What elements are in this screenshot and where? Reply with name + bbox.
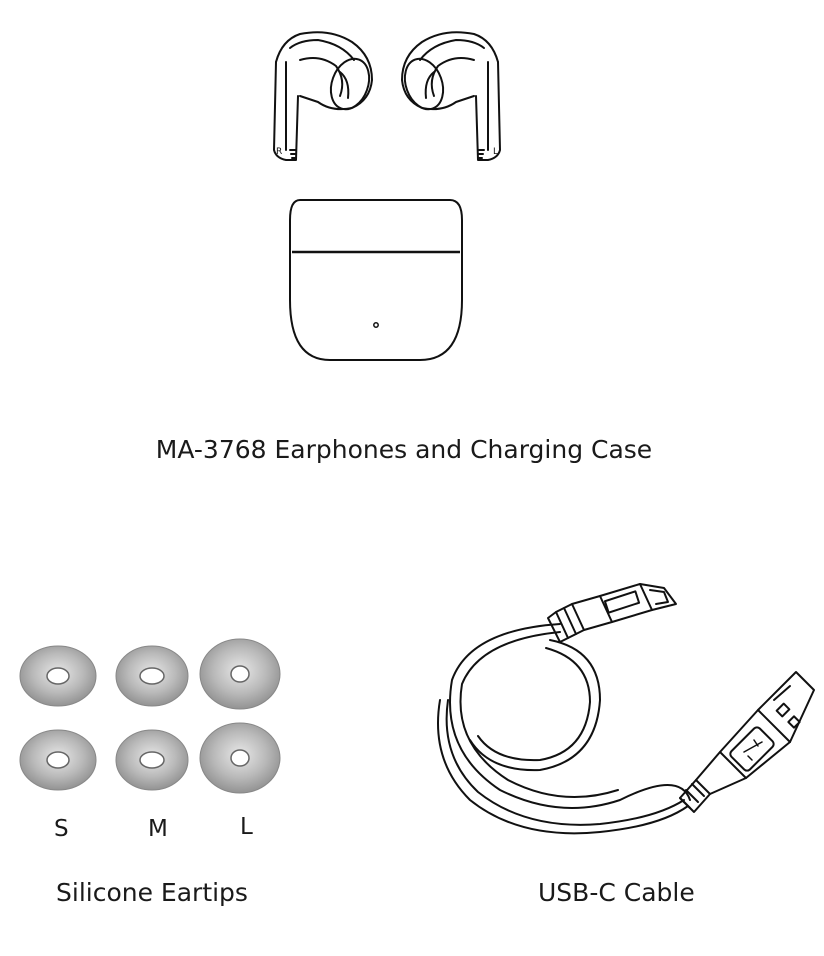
eartip-medium-icon (115, 645, 189, 707)
earbud-left-mark: L (493, 147, 498, 157)
product-caption: MA-3768 Earphones and Charging Case (155, 435, 653, 464)
charging-case-icon (289, 199, 463, 361)
eartip-medium-icon (115, 729, 189, 791)
earbud-right-icon (273, 31, 373, 161)
earbud-right-mark: R (276, 147, 282, 157)
cable-caption: USB-C Cable (538, 878, 695, 907)
usb-a-connector-icon (679, 671, 815, 813)
usb-c-connector-icon (547, 583, 677, 643)
eartip-large-icon (199, 722, 281, 794)
eartip-large-icon (199, 638, 281, 710)
size-label-large: L (240, 814, 253, 840)
eartip-small-icon (19, 729, 97, 791)
size-label-medium: M (148, 816, 168, 842)
eartip-small-icon (19, 645, 97, 707)
earbud-left-icon (401, 31, 501, 161)
eartips-caption: Silicone Eartips (56, 878, 248, 907)
eartips-illustration (19, 638, 281, 794)
size-label-small: S (54, 816, 69, 842)
